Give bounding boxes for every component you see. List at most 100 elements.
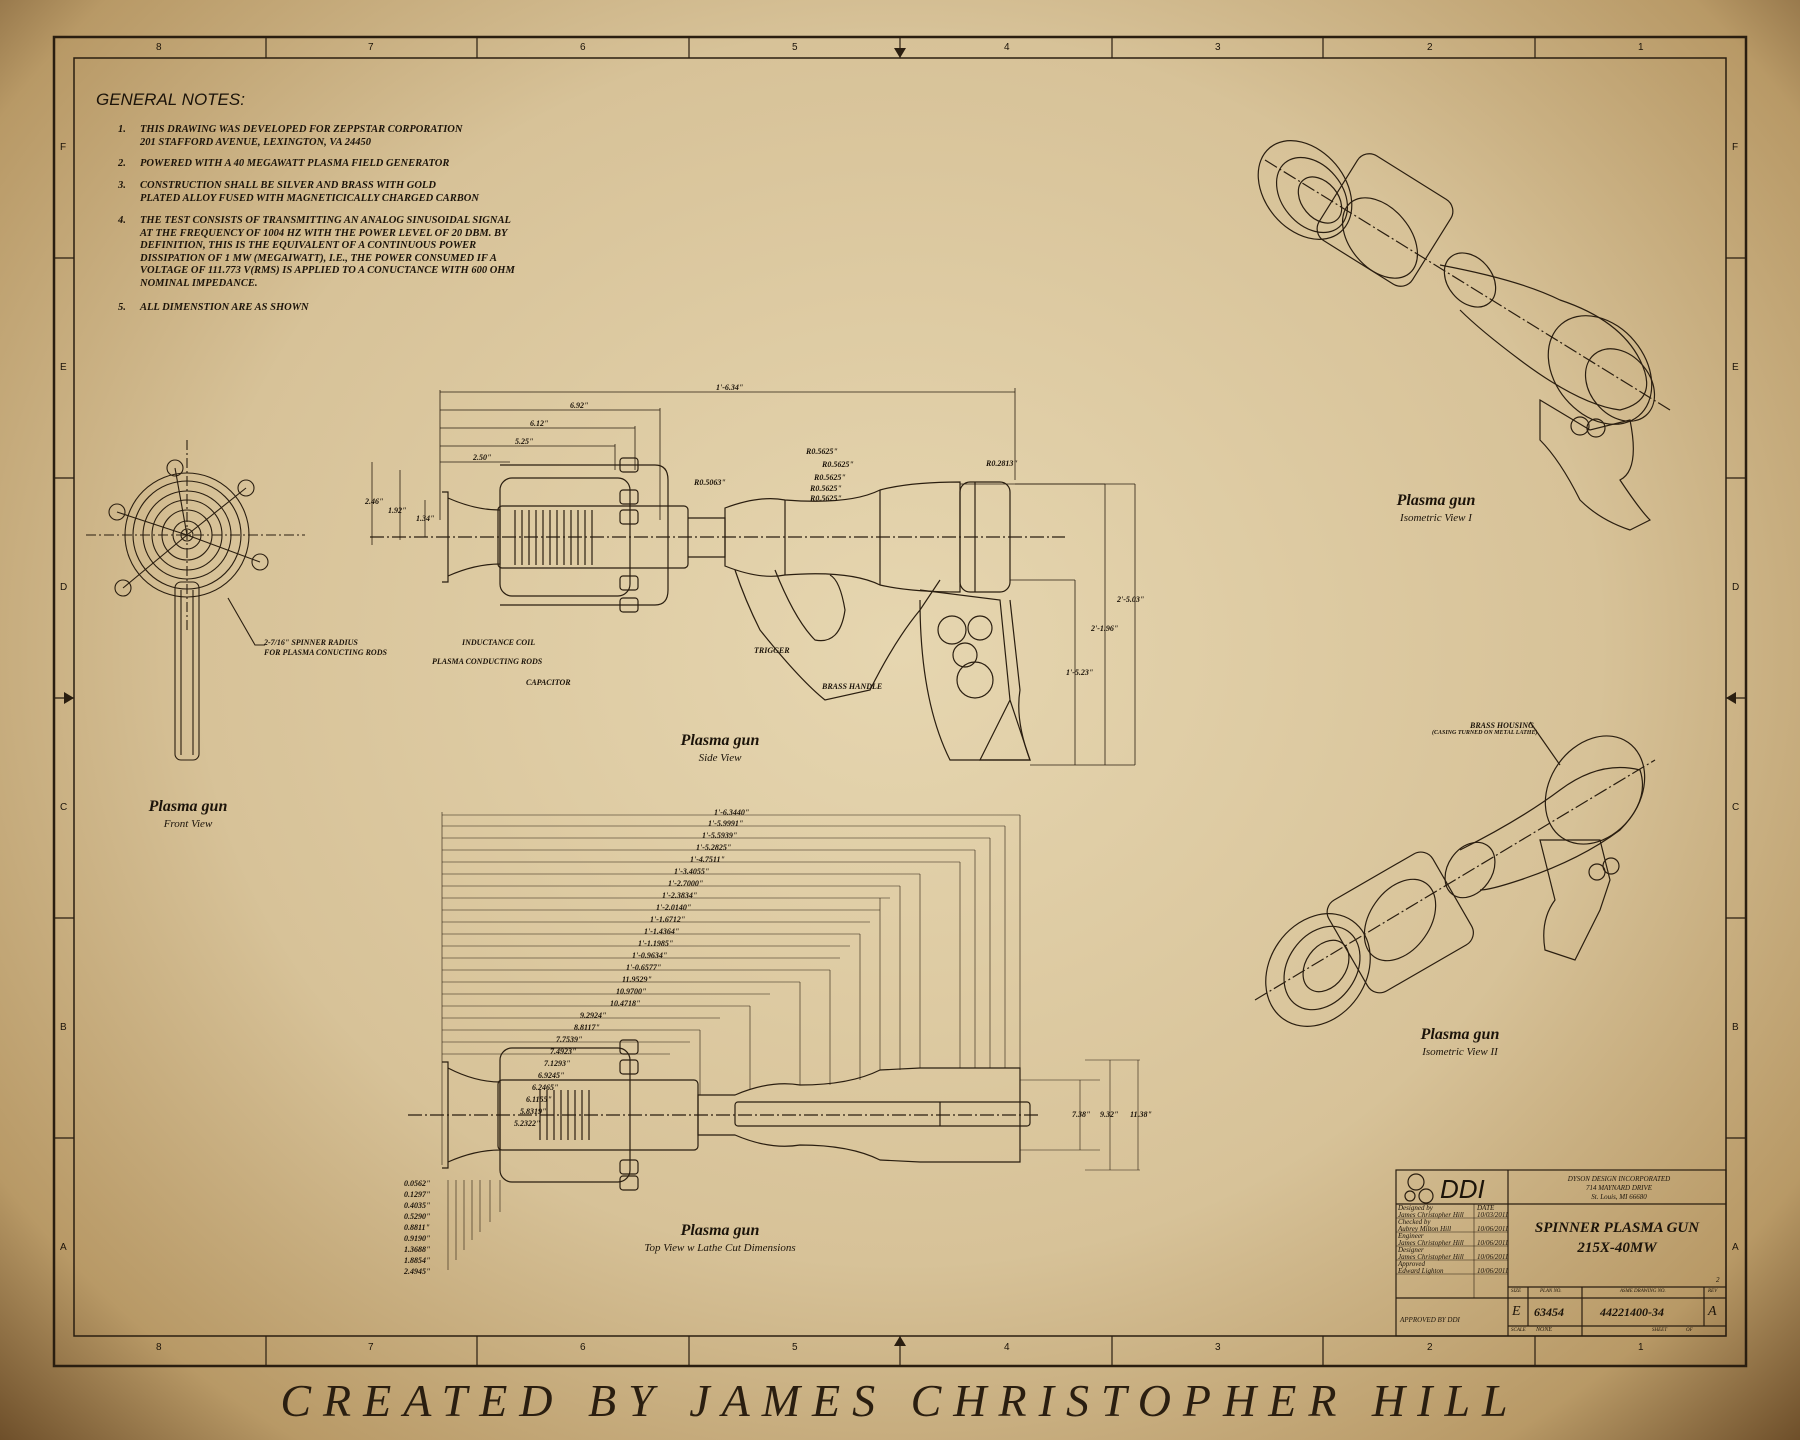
iso-view-1-subtitle: Isometric View I <box>1400 512 1472 524</box>
tb-row-4-label: Designer <box>1398 1246 1424 1254</box>
dim-v196: 2'-1.96" <box>1091 624 1119 633</box>
tb-page-number: 2 <box>1716 1276 1720 1284</box>
tb-row-5-label: Approved <box>1398 1260 1425 1268</box>
zone-col-5-top: 5 <box>792 42 798 53</box>
zone-col-7-top: 7 <box>368 42 374 53</box>
lathe-dim-1: 1'-6.3440" <box>714 808 750 817</box>
right-dim-1: 7.38" <box>1072 1110 1091 1119</box>
tb-of-label: OF <box>1686 1328 1693 1333</box>
lathe-dim-19: 8.8117" <box>574 1023 600 1032</box>
right-dim-2: 9.32" <box>1100 1110 1119 1119</box>
zone-row-f-right: F <box>1732 142 1739 153</box>
tb-row-2-label: Checked by <box>1398 1218 1431 1226</box>
tb-sheet-label: SHEET <box>1652 1328 1667 1333</box>
iso-view-1-title: Plasma gun <box>1396 492 1476 509</box>
lathe-dim-4: 1'-5.2825" <box>696 843 732 852</box>
dim-525: 5.25" <box>515 437 534 446</box>
iso-view-2-title: Plasma gun <box>1420 1026 1500 1043</box>
lathe-dim-17: 10.4718" <box>610 999 641 1008</box>
tb-approved-by: APPROVED BY DDI <box>1400 1316 1460 1324</box>
zone-col-1-top: 1 <box>1638 42 1644 53</box>
zone-col-5-bottom: 5 <box>792 1342 798 1353</box>
top-view-title: Plasma gun <box>680 1222 760 1239</box>
tb-company: DYSON DESIGN INCORPORATED <box>1567 1175 1671 1183</box>
dim-r5625-c: R0.5625" <box>814 473 846 482</box>
iso-view-2-subtitle: Isometric View II <box>1422 1046 1498 1058</box>
lathe-dim-7: 1'-2.7000" <box>668 879 704 888</box>
bottom-dim-9: 2.4945" <box>404 1267 431 1276</box>
tb-row-3-label: Engineer <box>1398 1232 1424 1240</box>
bottom-dim-5: 0.8811" <box>404 1223 430 1232</box>
bottom-dim-7: 1.3688" <box>404 1245 431 1254</box>
tb-address-1: 714 MAYNARD DRIVE <box>1585 1184 1653 1192</box>
lathe-dim-8: 1'-2.3834" <box>662 891 698 900</box>
tb-title-2: 215X-40MW <box>1577 1240 1657 1256</box>
tb-row-5-name: Edward Lighton <box>1398 1267 1444 1275</box>
lathe-dim-2: 1'-5.9991" <box>708 819 744 828</box>
lathe-dim-24: 6.2465" <box>532 1083 559 1092</box>
zone-col-2-top: 2 <box>1427 42 1433 53</box>
lathe-dim-23: 6.9245" <box>538 1071 565 1080</box>
tb-address-2: St. Louis, MI 66680 <box>1591 1193 1647 1201</box>
general-notes-title: GENERAL NOTES: <box>96 90 245 109</box>
zone-row-e-right: E <box>1732 362 1739 373</box>
tb-row-4-date: 10/06/2011 <box>1477 1253 1509 1261</box>
dim-r2813: R0.2813" <box>986 459 1018 468</box>
tb-size-label: SIZE <box>1511 1289 1521 1294</box>
zone-col-3-top: 3 <box>1215 42 1221 53</box>
tb-row-3-date: 10/06/2011 <box>1477 1239 1509 1247</box>
tb-row-4-name: James Christopher Hill <box>1398 1253 1464 1261</box>
capacitor-label: CAPACITOR <box>526 678 571 687</box>
center-marks <box>64 48 1736 1346</box>
ddi-logo: DDI <box>1440 1174 1485 1204</box>
dim-692: 6.92" <box>570 401 589 410</box>
lathe-dim-9: 1'-2.0140" <box>656 903 692 912</box>
front-view-subtitle: Front View <box>163 818 213 830</box>
tb-date-label: DATE <box>1477 1204 1495 1212</box>
lathe-dim-11: 1'-1.4364" <box>644 927 680 936</box>
zone-row-e-left: E <box>60 362 67 373</box>
dim-h192: 1.92" <box>388 506 407 515</box>
zone-row-a-left: A <box>60 1242 67 1253</box>
isometric-view-1-drawing <box>1257 140 1671 531</box>
tb-drawing-number: 44221400-34 <box>1600 1305 1664 1319</box>
top-view-subtitle: Top View w Lathe Cut Dimensions <box>644 1242 796 1254</box>
isometric-view-2-drawing <box>1254 721 1656 1027</box>
tb-plan-label: PLAN NO. <box>1540 1289 1562 1294</box>
dim-r5063: R0.5063" <box>694 478 726 487</box>
lathe-dim-15: 11.9529" <box>622 975 652 984</box>
zone-col-4-top: 4 <box>1004 42 1010 53</box>
tb-rev-label: REV <box>1708 1289 1718 1294</box>
creator-credit: CREATED BY JAMES CHRISTOPHER HILL <box>280 1375 1520 1426</box>
right-dim-3: 11.38" <box>1130 1110 1152 1119</box>
trigger-label: TRIGGER <box>754 646 790 655</box>
tb-row-3-name: James Christopher Hill <box>1398 1239 1464 1247</box>
bottom-dim-2: 0.1297" <box>404 1190 431 1199</box>
brass-housing-label: BRASS HOUSING <box>1470 721 1534 730</box>
tb-row-5-date: 10/06/2011 <box>1477 1267 1509 1275</box>
lathe-dim-12: 1'-1.1985" <box>638 939 674 948</box>
lathe-dim-5: 1'-4.7511" <box>690 855 725 864</box>
front-view-title: Plasma gun <box>148 798 228 815</box>
tb-row-2-date: 10/06/2011 <box>1477 1225 1509 1233</box>
zone-row-b-left: B <box>60 1022 67 1033</box>
dim-v503: 2'-5.03" <box>1117 595 1145 604</box>
tb-row-1-name: James Christopher Hill <box>1398 1211 1464 1219</box>
zone-row-b-right: B <box>1732 1022 1739 1033</box>
zone-row-d-left: D <box>60 582 68 593</box>
side-view-subtitle: Side View <box>698 752 742 764</box>
lathe-dim-20: 7.7539" <box>556 1035 583 1044</box>
lathe-dim-14: 1'-0.6577" <box>626 963 662 972</box>
front-view-drawing <box>86 440 305 761</box>
tb-rev: A <box>1708 1304 1717 1319</box>
zone-col-2-bottom: 2 <box>1427 1342 1433 1353</box>
zone-col-6-top: 6 <box>580 42 586 53</box>
tb-drawing-label: ASME DRAWING NO. <box>1620 1289 1666 1294</box>
lathe-dim-27: 5.2322" <box>514 1119 541 1128</box>
side-view-drawing <box>370 388 1136 766</box>
tb-title-1: SPINNER PLASMA GUN <box>1534 1220 1700 1236</box>
dim-overall-length: 1'-6.34" <box>716 383 744 392</box>
lathe-dim-22: 7.1293" <box>544 1059 571 1068</box>
dim-612: 6.12" <box>530 419 549 428</box>
